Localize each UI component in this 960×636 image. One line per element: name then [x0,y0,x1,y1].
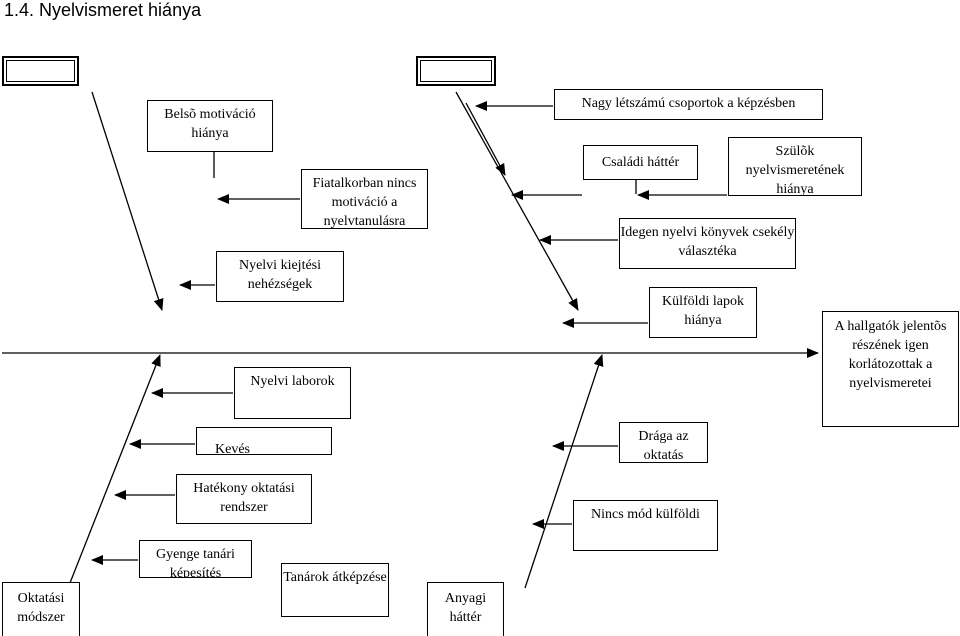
cause-large-groups: Nagy létszámú csoportok a képzésben [554,89,823,120]
cause-foreign-papers: Külföldi lapok hiánya [649,287,757,338]
cause-young-motivation: Fiatalkorban nincs motiváció a nyelvtanu… [301,169,428,229]
cause-foreign-books: Idegen nyelvi könyvek csekély választéka [619,218,796,269]
cause-inner-motivation: Belsõ motiváció hiánya [147,100,273,152]
cause-family: Családi háttér [583,145,698,180]
cause-pronunciation: Nyelvi kiejtési nehézségek [216,251,344,302]
cause-effective-system: Hatékony oktatási rendszer [176,474,312,524]
bone-lower-left [67,354,161,589]
page-title: 1.4. Nyelvismeret hiánya [4,0,202,20]
cause-no-abroad: Nincs mód külföldi [573,500,718,551]
cause-parents: Szülõk nyelvismeretének hiánya [728,137,862,196]
cause-few: Kevés [196,427,332,455]
cause-teacher-retraining: Tanárok átképzése [281,563,389,617]
cause-language-labs: Nyelvi laborok [234,367,351,419]
bone-upper-right [455,91,579,311]
category-material: Anyagi háttér [427,582,504,636]
bone-lower-right [524,354,604,589]
category-methods: Oktatási módszer [2,582,80,636]
bone-upper-left [91,91,164,311]
category-box-top-right [416,56,496,86]
cause-weak-teachers: Gyenge tanári képesítés [139,540,252,578]
bone-sub-upper-right [465,102,506,176]
category-box-top-left [2,56,79,86]
cause-expensive: Drága az oktatás [619,422,708,463]
effect-box: A hallgatók jelentõs részének igen korlá… [822,311,959,427]
effect-text: A hallgatók jelentõs részének igen korlá… [834,319,947,391]
